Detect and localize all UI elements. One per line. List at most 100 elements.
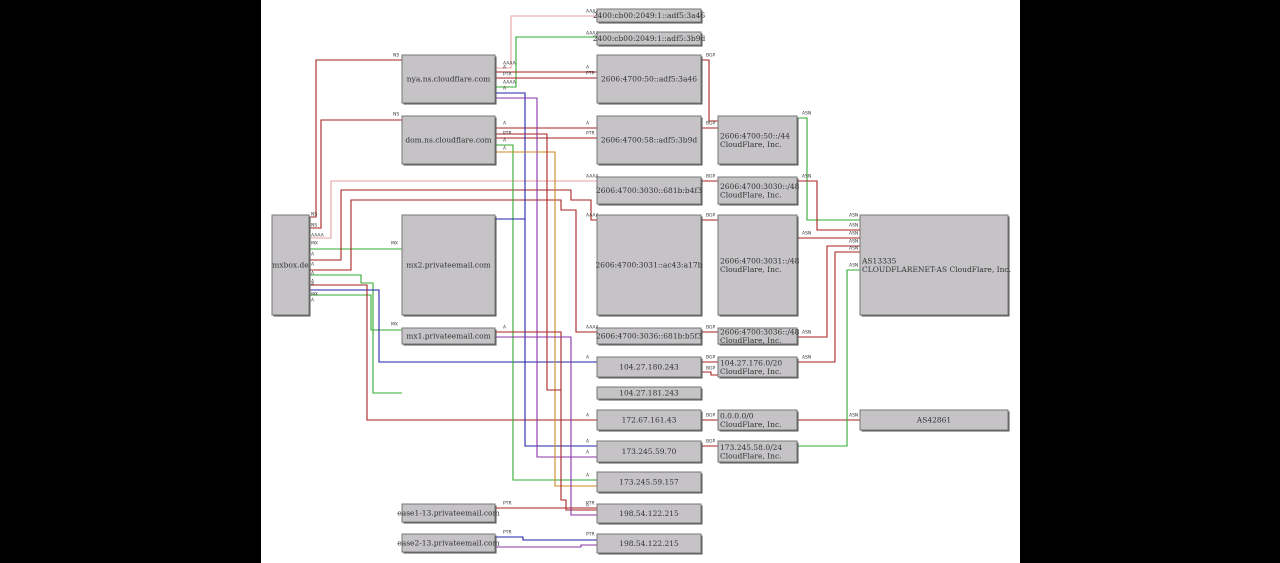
edge-label-26-1: PTR — [586, 532, 595, 538]
edge-label-3-0: MX — [311, 292, 318, 298]
node-ip6-4700-b9d[interactable]: 2606:4700:58::adf5:3b9d — [596, 115, 703, 166]
edge-20 — [495, 151, 597, 487]
node-ip6-a46[interactable]: 2400:cb00:2049:1::adf5:3a46 — [593, 8, 705, 24]
node-label: CloudFlare, Inc. — [720, 420, 782, 429]
node-ip6-3036[interactable]: 2606:4700:3036::681b:b5f3 — [596, 327, 703, 346]
edge-label-26-0: PTR — [503, 530, 512, 536]
edge-label-36-0: BGP — [706, 439, 715, 445]
node-label: 2606:4700:50::adf5:3a46 — [601, 75, 697, 84]
node-ip4-198a[interactable]: 198.54.122.215 — [596, 503, 703, 525]
node-mxbox[interactable]: mxbox.de — [271, 214, 311, 317]
node-label: 2606:4700:3031::/48 — [720, 256, 800, 265]
node-label: 0.0.0.0/0 — [720, 411, 754, 420]
node-label: 173.245.59.70 — [622, 447, 677, 456]
node-box — [596, 533, 702, 554]
node-label: 104.27.176.0/20 — [720, 358, 782, 367]
node-as42861[interactable]: AS42861 — [859, 409, 1010, 432]
edge-label-29-0: BGP — [706, 121, 715, 127]
edge-12 — [495, 36, 597, 88]
edge-1 — [309, 119, 402, 229]
node-ip6-4700-a46[interactable]: 2606:4700:50::adf5:3a46 — [596, 54, 703, 105]
edge-label-43-0: ASN — [849, 263, 858, 269]
node-label: 2606:4700:58::adf5:3b9d — [601, 136, 698, 145]
edge-21 — [495, 133, 561, 391]
edge-label-33-0: BGP — [706, 355, 715, 361]
edge-label-1-1: NS — [393, 112, 399, 118]
edge-6 — [309, 199, 597, 333]
node-ip4-172[interactable]: 172.67.161.43 — [596, 409, 703, 432]
edge-17 — [495, 92, 597, 447]
node-label: nya.ns.cloudflare.com — [407, 75, 490, 84]
node-box — [596, 327, 702, 345]
node-box — [717, 176, 798, 205]
node-label: mx1.privateemail.com — [406, 332, 490, 341]
edge-label-9-1: A — [586, 413, 590, 419]
node-box — [596, 503, 702, 524]
node-box — [401, 533, 496, 553]
node-ip6-3030[interactable]: 2606:4700:3030::681b:b4f3 — [596, 176, 703, 206]
edge-label-40-0: ASN — [802, 330, 811, 336]
edge-label-4-0: AAAA — [311, 233, 325, 239]
node-label: CloudFlare, Inc. — [720, 265, 782, 274]
node-box — [596, 176, 702, 205]
node-ip4-198b[interactable]: 198.54.122.215 — [596, 533, 703, 555]
edge-label-16-1: PTR — [586, 131, 595, 137]
node-label: mxbox.de — [272, 261, 309, 270]
edge-37 — [797, 117, 860, 221]
node-label: CloudFlare, Inc. — [720, 336, 782, 345]
edge-label-37-0: ASN — [802, 111, 811, 117]
node-box — [717, 409, 798, 431]
edge-label-28-0: BGP — [706, 53, 715, 59]
edge-label-38-1: ASN — [849, 223, 858, 229]
node-ex2[interactable]: ease2-13.privateemail.com — [397, 533, 500, 554]
edge-label-17-0: A — [503, 86, 507, 92]
edge-label-11-0: AAAA — [503, 61, 517, 67]
node-ip6-3031[interactable]: 2606:4700:3031::ac43:a17b — [596, 214, 703, 317]
node-ip6-b9d[interactable]: 2400:cb00:2049:1::adf5:3b9d — [593, 31, 706, 47]
edge-label-6-0: A — [311, 262, 315, 268]
edge-label-25-0: PTR — [503, 501, 512, 507]
node-label: CloudFlare, Inc. — [720, 140, 782, 149]
edge-label-13-1: A — [586, 65, 590, 71]
node-label: mx2.privateemail.com — [406, 261, 490, 270]
node-box — [717, 327, 798, 345]
node-label: 2400:cb00:2049:1::adf5:3a46 — [593, 11, 705, 20]
node-box — [596, 409, 702, 431]
node-box — [401, 503, 496, 523]
edge-label-22-1: A — [586, 503, 590, 509]
edge-label-38-0: ASN — [802, 174, 811, 180]
node-ip4-180[interactable]: 104.27.180.243 — [596, 356, 703, 379]
node-ip4-181[interactable]: 104.27.181.243 — [596, 386, 703, 401]
edge-label-20-0: A — [503, 146, 507, 152]
edge-label-1-0: NS — [311, 223, 317, 229]
edge-label-39-0: ASN — [802, 231, 811, 237]
node-box — [596, 31, 702, 46]
edge-label-18-0: A — [586, 450, 590, 456]
node-box — [596, 8, 702, 23]
edge-label-19-0: A — [503, 138, 507, 144]
node-label: 198.54.122.215 — [619, 539, 679, 548]
edge-label-37-1: ASN — [849, 213, 858, 219]
node-box — [717, 356, 798, 378]
node-label: 173.245.58.0/24 — [720, 443, 782, 452]
node-mx2[interactable]: mx2.privateemail.com — [401, 214, 497, 317]
node-nya-ns[interactable]: nya.ns.cloudflare.com — [401, 54, 497, 105]
node-ip4-173a[interactable]: 173.245.59.70 — [596, 440, 703, 464]
node-mx1[interactable]: mx1.privateemail.com — [401, 327, 497, 346]
node-dom-ns[interactable]: dom.ns.cloudflare.com — [401, 115, 497, 166]
edge-label-4-1: AAAA — [586, 174, 600, 180]
edge-label-10-0: A — [311, 298, 315, 304]
node-ip4-173b[interactable]: 173.245.59.157 — [596, 471, 703, 494]
node-ex1[interactable]: ease1-13.privateemail.com — [397, 503, 500, 524]
edge-label-8-1: A — [586, 355, 590, 361]
